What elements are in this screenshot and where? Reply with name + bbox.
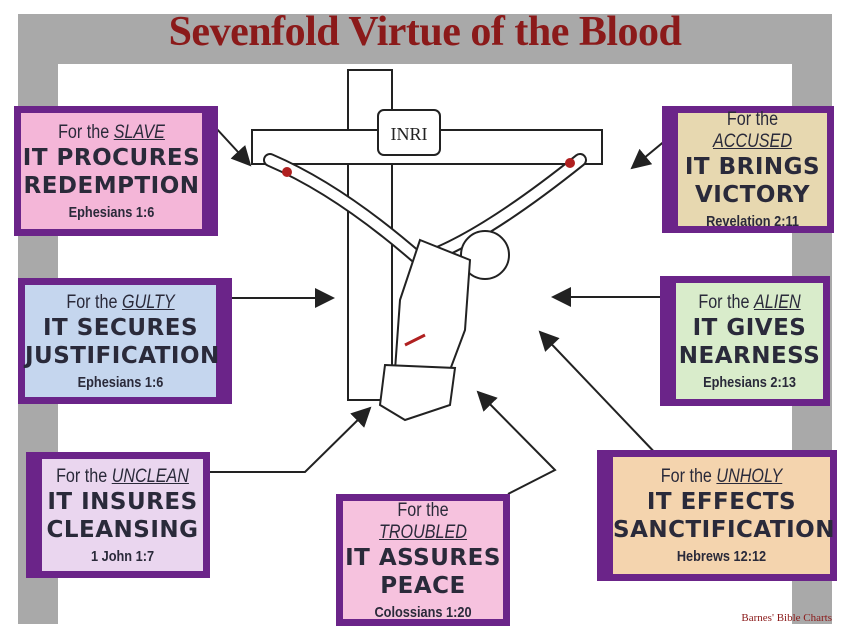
scripture-ref: Ephesians 1:6	[77, 373, 164, 391]
lead-text: For the	[698, 291, 750, 313]
virtue-line1: IT BRINGS	[684, 154, 821, 180]
box-troubled: For the TROUBLED IT ASSURES PEACE Coloss…	[336, 494, 510, 626]
arrow-troubled	[476, 390, 557, 495]
who-label: SLAVE	[113, 121, 165, 143]
virtue-line1: IT GIVES	[692, 314, 807, 341]
lead-text: For the	[397, 499, 449, 521]
virtue-line2: JUSTIFICATION	[25, 342, 220, 369]
figure-head	[460, 230, 510, 280]
box-unclean: For the UNCLEAN IT INSURES CLEANSING 1 J…	[26, 452, 210, 578]
inri-sign	[377, 109, 441, 156]
virtue-line2: CLEANSING	[46, 516, 199, 543]
virtue-line2: VICTORY	[694, 182, 811, 208]
box-slave: For the SLAVE IT PROCURES REDEMPTION Eph…	[14, 106, 218, 236]
who-label: UNHOLY	[716, 466, 783, 487]
virtue-line2: REDEMPTION	[23, 172, 200, 199]
inri-text: INRI	[391, 124, 428, 144]
figure-body	[393, 238, 472, 371]
virtue-line2: SANCTIFICATION	[613, 517, 835, 543]
scripture-ref: Ephesians 1:6	[68, 203, 155, 221]
credit-text: Barnes' Bible Charts	[741, 612, 832, 624]
virtue-line1: IT EFFECTS	[646, 489, 797, 515]
virtue-line2: NEARNESS	[678, 342, 821, 369]
virtue-line1: IT ASSURES	[345, 544, 501, 571]
who-label: TROUBLED	[379, 521, 467, 543]
box-unholy: For the UNHOLY IT EFFECTS SANCTIFICATION…	[597, 450, 837, 581]
who-label: GULTY	[122, 291, 175, 313]
scripture-ref: Revelation 2:11	[706, 213, 799, 230]
box-alien: For the ALIEN IT GIVES NEARNESS Ephesian…	[660, 276, 830, 406]
scripture-ref: Ephesians 2:13	[703, 373, 796, 391]
who-label: ACCUSED	[713, 131, 792, 152]
lead-text: For the	[58, 121, 110, 143]
grunge-frame-top	[18, 14, 832, 64]
virtue-line1: IT INSURES	[47, 488, 198, 515]
who-label: ALIEN	[753, 291, 801, 313]
loincloth	[378, 363, 457, 422]
lead-text: For the	[66, 291, 118, 313]
box-accused: For the ACCUSED IT BRINGS VICTORY Revela…	[662, 106, 834, 233]
scripture-ref: 1 John 1:7	[90, 547, 155, 565]
lead-text: For the	[726, 109, 779, 130]
virtue-line1: IT SECURES	[42, 314, 199, 341]
arrow-unclean	[192, 406, 372, 473]
scripture-ref: Hebrews 12:12	[676, 548, 767, 565]
box-gulty: For the GULTY IT SECURES JUSTIFICATION E…	[18, 278, 232, 404]
virtue-line2: PEACE	[380, 572, 466, 599]
scripture-ref: Colossians 1:20	[374, 603, 472, 621]
lead-text: For the	[56, 465, 108, 487]
virtue-line1: IT PROCURES	[22, 144, 201, 171]
page-title: Sevenfold Virtue of the Blood	[168, 9, 682, 55]
arrow-unholy	[538, 330, 661, 459]
who-label: UNCLEAN	[111, 465, 189, 487]
lead-text: For the	[660, 466, 712, 487]
